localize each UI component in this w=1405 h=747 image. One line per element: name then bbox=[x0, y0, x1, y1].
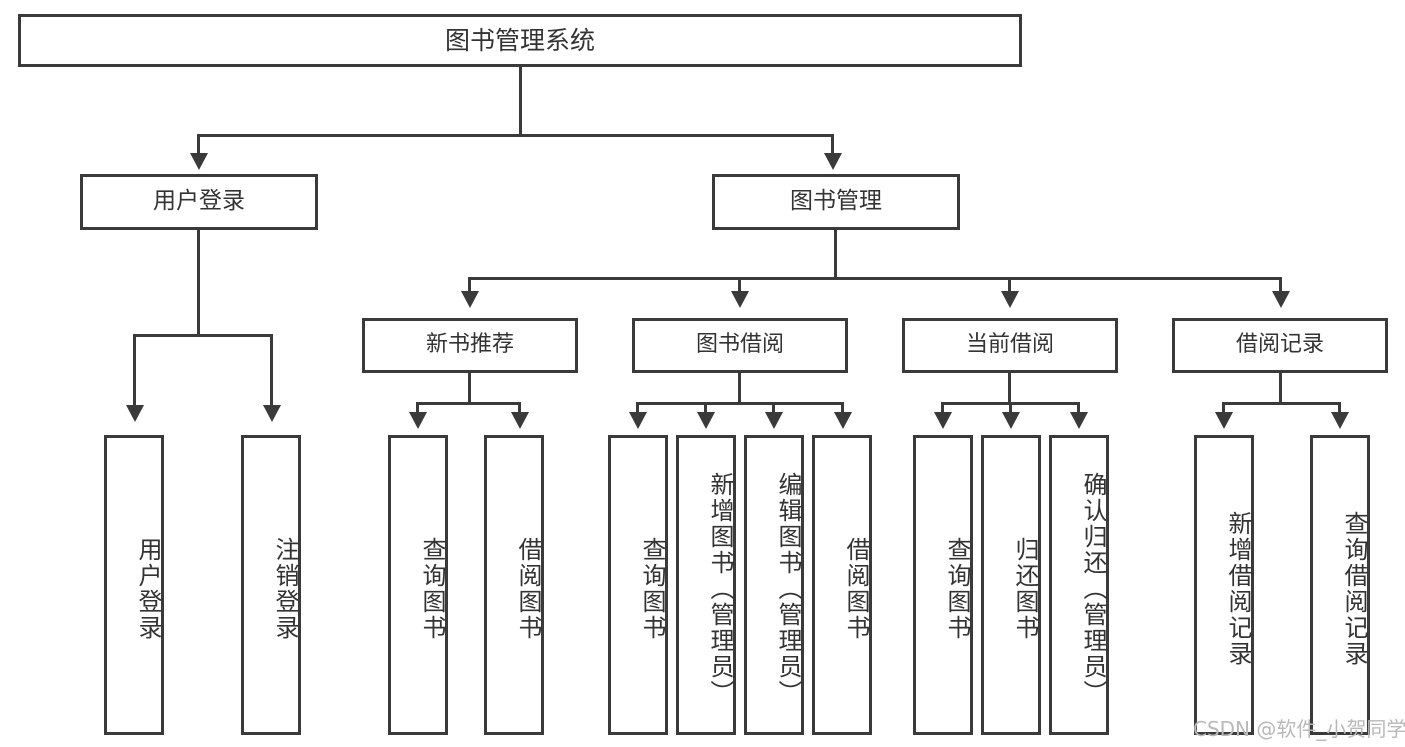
connector-br-stem bbox=[1279, 373, 1282, 405]
leaf-bb-add-book[interactable]: 新增图书（管理员） bbox=[676, 435, 736, 735]
connector-cb-drop-2 bbox=[1009, 402, 1012, 414]
connector-user-login-drop-2 bbox=[270, 334, 273, 409]
leaf-bb-edit-book[interactable]: 编辑图书（管理员） bbox=[744, 435, 804, 735]
connector-book-management-stem bbox=[834, 230, 837, 280]
connector-nbr-stem bbox=[468, 373, 471, 405]
connector-bm-drop-3 bbox=[1008, 277, 1011, 295]
arrow-to-leaf-logout bbox=[263, 405, 281, 422]
connector-bm-drop-1 bbox=[468, 277, 471, 295]
arrow-to-leaf-br-add-record bbox=[1215, 412, 1233, 429]
leaf-nbr-borrow-book[interactable]: 借阅图书 bbox=[484, 435, 544, 735]
arrow-to-new-book-recommend bbox=[461, 291, 479, 308]
connector-bb-drop-1 bbox=[636, 402, 639, 414]
arrow-to-current-borrow bbox=[1001, 291, 1019, 308]
connector-bb-drop-3 bbox=[772, 402, 775, 414]
connector-bb-bus bbox=[636, 402, 844, 405]
leaf-cb-confirm-return[interactable]: 确认归还（管理员） bbox=[1049, 435, 1109, 735]
connector-bb-drop-2 bbox=[704, 402, 707, 414]
arrow-to-leaf-bb-edit-book bbox=[765, 412, 783, 429]
arrow-to-leaf-br-query-record bbox=[1331, 412, 1349, 429]
arrow-to-leaf-user-login bbox=[126, 405, 144, 422]
connector-bm-drop-2 bbox=[738, 277, 741, 295]
arrow-to-book-management bbox=[824, 153, 842, 170]
connector-br-drop-2 bbox=[1338, 402, 1341, 414]
node-book-borrow[interactable]: 图书借阅 bbox=[632, 318, 848, 373]
node-root-book-management-system[interactable]: 图书管理系统 bbox=[18, 14, 1022, 67]
connector-nbr-bus bbox=[416, 402, 521, 405]
leaf-cb-query-book[interactable]: 查询图书 bbox=[913, 435, 973, 735]
connector-root-stem bbox=[519, 67, 522, 136]
connector-br-drop-1 bbox=[1222, 402, 1225, 414]
arrow-to-book-borrow bbox=[731, 291, 749, 308]
leaf-bb-query-book[interactable]: 查询图书 bbox=[608, 435, 668, 735]
leaf-user-login[interactable]: 用户登录 bbox=[104, 435, 164, 735]
connector-cb-stem bbox=[1008, 373, 1011, 405]
leaf-br-query-record[interactable]: 查询借阅记录 bbox=[1310, 435, 1370, 735]
connector-bm-drop-4 bbox=[1279, 277, 1282, 295]
arrow-to-leaf-cb-confirm-return bbox=[1070, 412, 1088, 429]
connector-user-login-drop-1 bbox=[133, 334, 136, 409]
connector-cb-drop-3 bbox=[1077, 402, 1080, 414]
connector-root-drop-1 bbox=[197, 134, 200, 157]
leaf-bb-borrow-book[interactable]: 借阅图书 bbox=[812, 435, 872, 735]
node-borrow-record[interactable]: 借阅记录 bbox=[1172, 318, 1388, 373]
leaf-cb-return-book[interactable]: 归还图书 bbox=[981, 435, 1041, 735]
connector-cb-drop-1 bbox=[941, 402, 944, 414]
connector-nbr-drop-1 bbox=[416, 402, 419, 414]
connector-nbr-drop-2 bbox=[518, 402, 521, 414]
arrow-to-leaf-bb-query-book bbox=[629, 412, 647, 429]
arrow-to-leaf-nbr-query-book bbox=[409, 412, 427, 429]
node-user-login[interactable]: 用户登录 bbox=[80, 174, 318, 230]
connector-bb-drop-4 bbox=[841, 402, 844, 414]
connector-book-management-bus bbox=[468, 277, 1282, 280]
leaf-logout[interactable]: 注销登录 bbox=[241, 435, 301, 735]
connector-bb-stem bbox=[738, 373, 741, 405]
connector-br-bus bbox=[1222, 402, 1341, 405]
leaf-nbr-query-book[interactable]: 查询图书 bbox=[388, 435, 448, 735]
connector-root-drop-2 bbox=[831, 134, 834, 157]
node-current-borrow[interactable]: 当前借阅 bbox=[902, 318, 1118, 373]
leaf-br-add-record[interactable]: 新增借阅记录 bbox=[1194, 435, 1254, 735]
arrow-to-leaf-cb-return-book bbox=[1002, 412, 1020, 429]
connector-user-login-stem bbox=[197, 230, 200, 337]
arrow-to-leaf-bb-borrow-book bbox=[834, 412, 852, 429]
connector-root-bus bbox=[197, 134, 834, 137]
node-book-management[interactable]: 图书管理 bbox=[712, 174, 960, 230]
arrow-to-leaf-nbr-borrow-book bbox=[511, 412, 529, 429]
connector-user-login-bus bbox=[133, 334, 270, 337]
arrow-to-user-login bbox=[190, 153, 208, 170]
arrow-to-borrow-record bbox=[1272, 291, 1290, 308]
node-new-book-recommend[interactable]: 新书推荐 bbox=[362, 318, 578, 373]
arrow-to-leaf-cb-query-book bbox=[934, 412, 952, 429]
arrow-to-leaf-bb-add-book bbox=[697, 412, 715, 429]
